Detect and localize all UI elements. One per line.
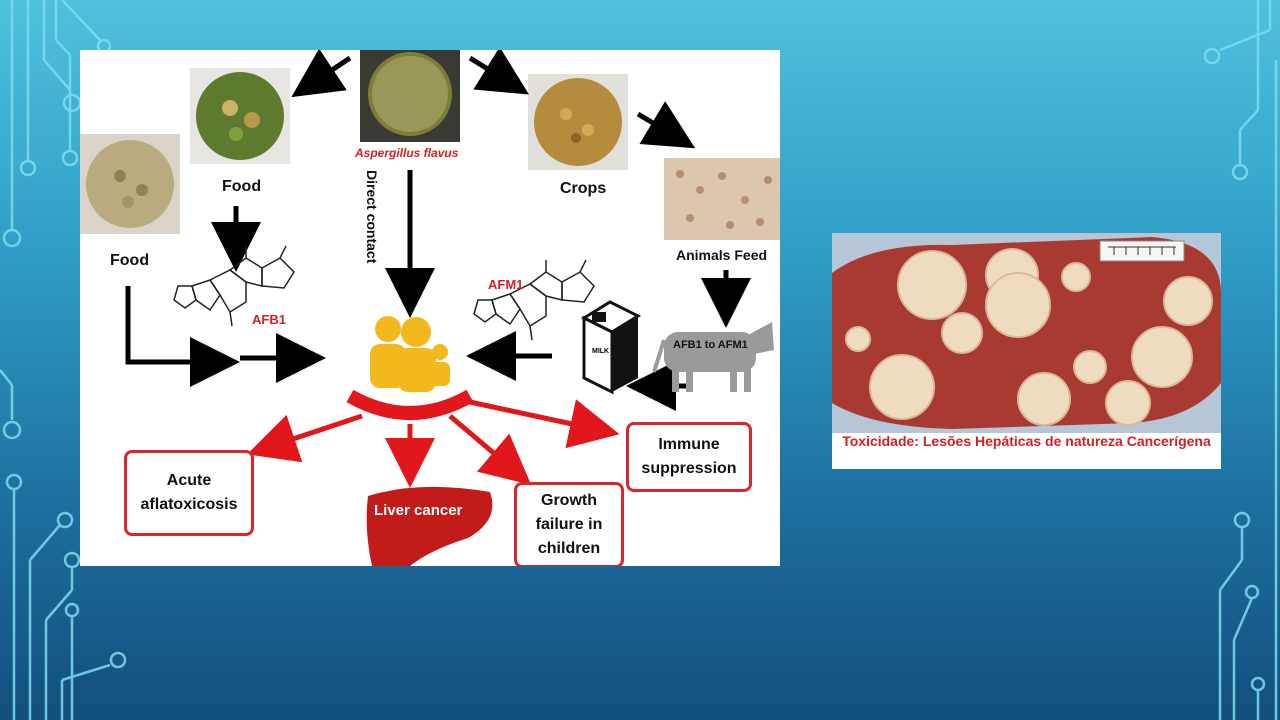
- liver-icon: [366, 486, 493, 566]
- crops-photo: [528, 74, 628, 170]
- effect-arrows: [247, 389, 620, 488]
- flow-arrows: [125, 50, 751, 411]
- family-icon: [370, 316, 450, 392]
- food-label-lower: Food: [110, 252, 150, 269]
- liver-lesion-photo: [832, 233, 1221, 433]
- afb1-to-afm1-label: AFB1 to AFM1: [673, 339, 748, 351]
- liver-cancer-label: Liver cancer: [374, 502, 463, 519]
- afb1-label: AFB1: [252, 312, 286, 327]
- seeds-photo: [80, 134, 180, 234]
- food-label-upper: Food: [222, 178, 262, 195]
- milk-label: MILK: [592, 348, 610, 355]
- aspergillus-label: Aspergillus flavus: [355, 146, 459, 160]
- immune-suppression-box: Immune suppression: [626, 422, 752, 492]
- animal-feed-photo: [664, 158, 780, 240]
- liver-lesion-figure: Toxicidade: Lesões Hepáticas de natureza…: [832, 233, 1221, 469]
- pistachio-photo: [190, 68, 290, 164]
- aspergillus-photo: [360, 50, 460, 142]
- afm1-structure: [473, 259, 595, 341]
- liver-caption: Toxicidade: Lesões Hepáticas de natureza…: [842, 433, 1211, 449]
- afb1-structure: [173, 245, 295, 327]
- growth-failure-box: Growth failure in children: [514, 482, 624, 566]
- animals-feed-label: Animals Feed: [676, 247, 768, 263]
- acute-aflatoxicosis-box: Acute aflatoxicosis: [124, 450, 254, 536]
- circuit-decoration-left: [0, 0, 127, 720]
- aflatoxin-diagram: Aspergillus flavus Food Food Crops Anima…: [80, 50, 780, 566]
- diagram-graphics: [80, 50, 780, 566]
- milk-carton-icon: [580, 300, 642, 395]
- crops-label: Crops: [560, 180, 607, 197]
- direct-contact-label: Direct contact: [364, 170, 380, 264]
- afm1-label: AFM1: [488, 277, 524, 292]
- cow-icon: [652, 322, 774, 392]
- circuit-decoration-right: [1203, 0, 1278, 720]
